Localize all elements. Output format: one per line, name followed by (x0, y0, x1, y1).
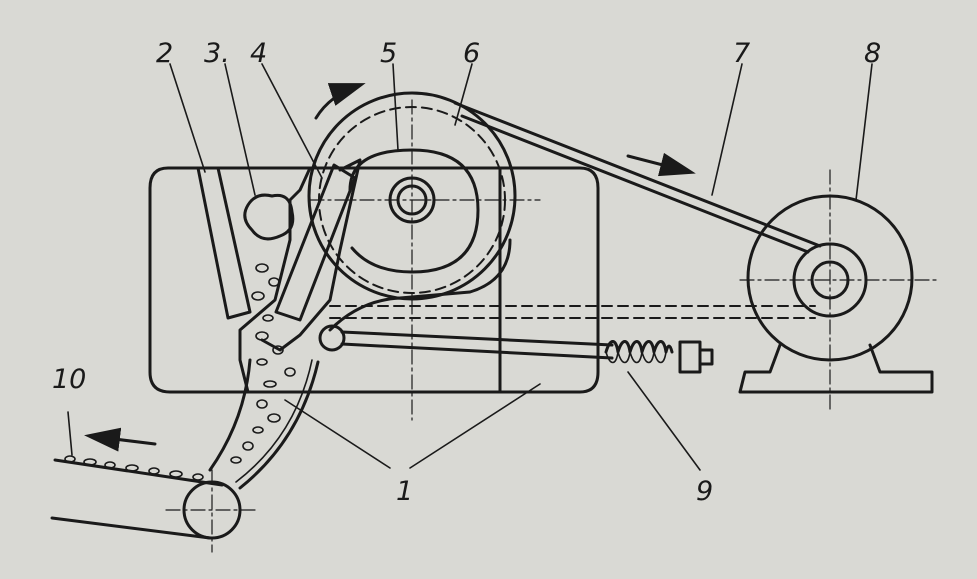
fixed-jaw-plate (196, 166, 252, 320)
motion-arrows (84, 83, 696, 452)
leader-lines (67, 63, 873, 471)
frame-right (498, 166, 600, 394)
label-4: 4 (250, 38, 267, 69)
conveyor-direction-arrow (84, 427, 157, 452)
discharge-chute (208, 358, 320, 490)
label-7: 7 (733, 38, 750, 69)
label-2: 2 (156, 38, 173, 69)
toggle-link (318, 324, 614, 360)
label-3: 3. (204, 38, 230, 69)
drive-belt (329, 101, 822, 319)
label-1: 1 (396, 476, 413, 507)
belt-direction-arrow (626, 152, 696, 177)
frame-outline (246, 166, 502, 394)
label-8: 8 (864, 38, 881, 69)
label-6: 6 (463, 38, 480, 69)
label-5: 5 (380, 38, 397, 69)
rotation-arrow (314, 83, 366, 120)
label-9: 9 (696, 476, 713, 507)
material-particles (230, 193, 296, 464)
labels: 2 3. 4 5 6 7 8 1 9 10 (52, 38, 881, 507)
frame-left (148, 166, 312, 394)
swing-jaw (260, 158, 362, 352)
tension-spring (604, 340, 714, 374)
center-lines (165, 99, 941, 553)
label-10: 10 (52, 364, 86, 395)
